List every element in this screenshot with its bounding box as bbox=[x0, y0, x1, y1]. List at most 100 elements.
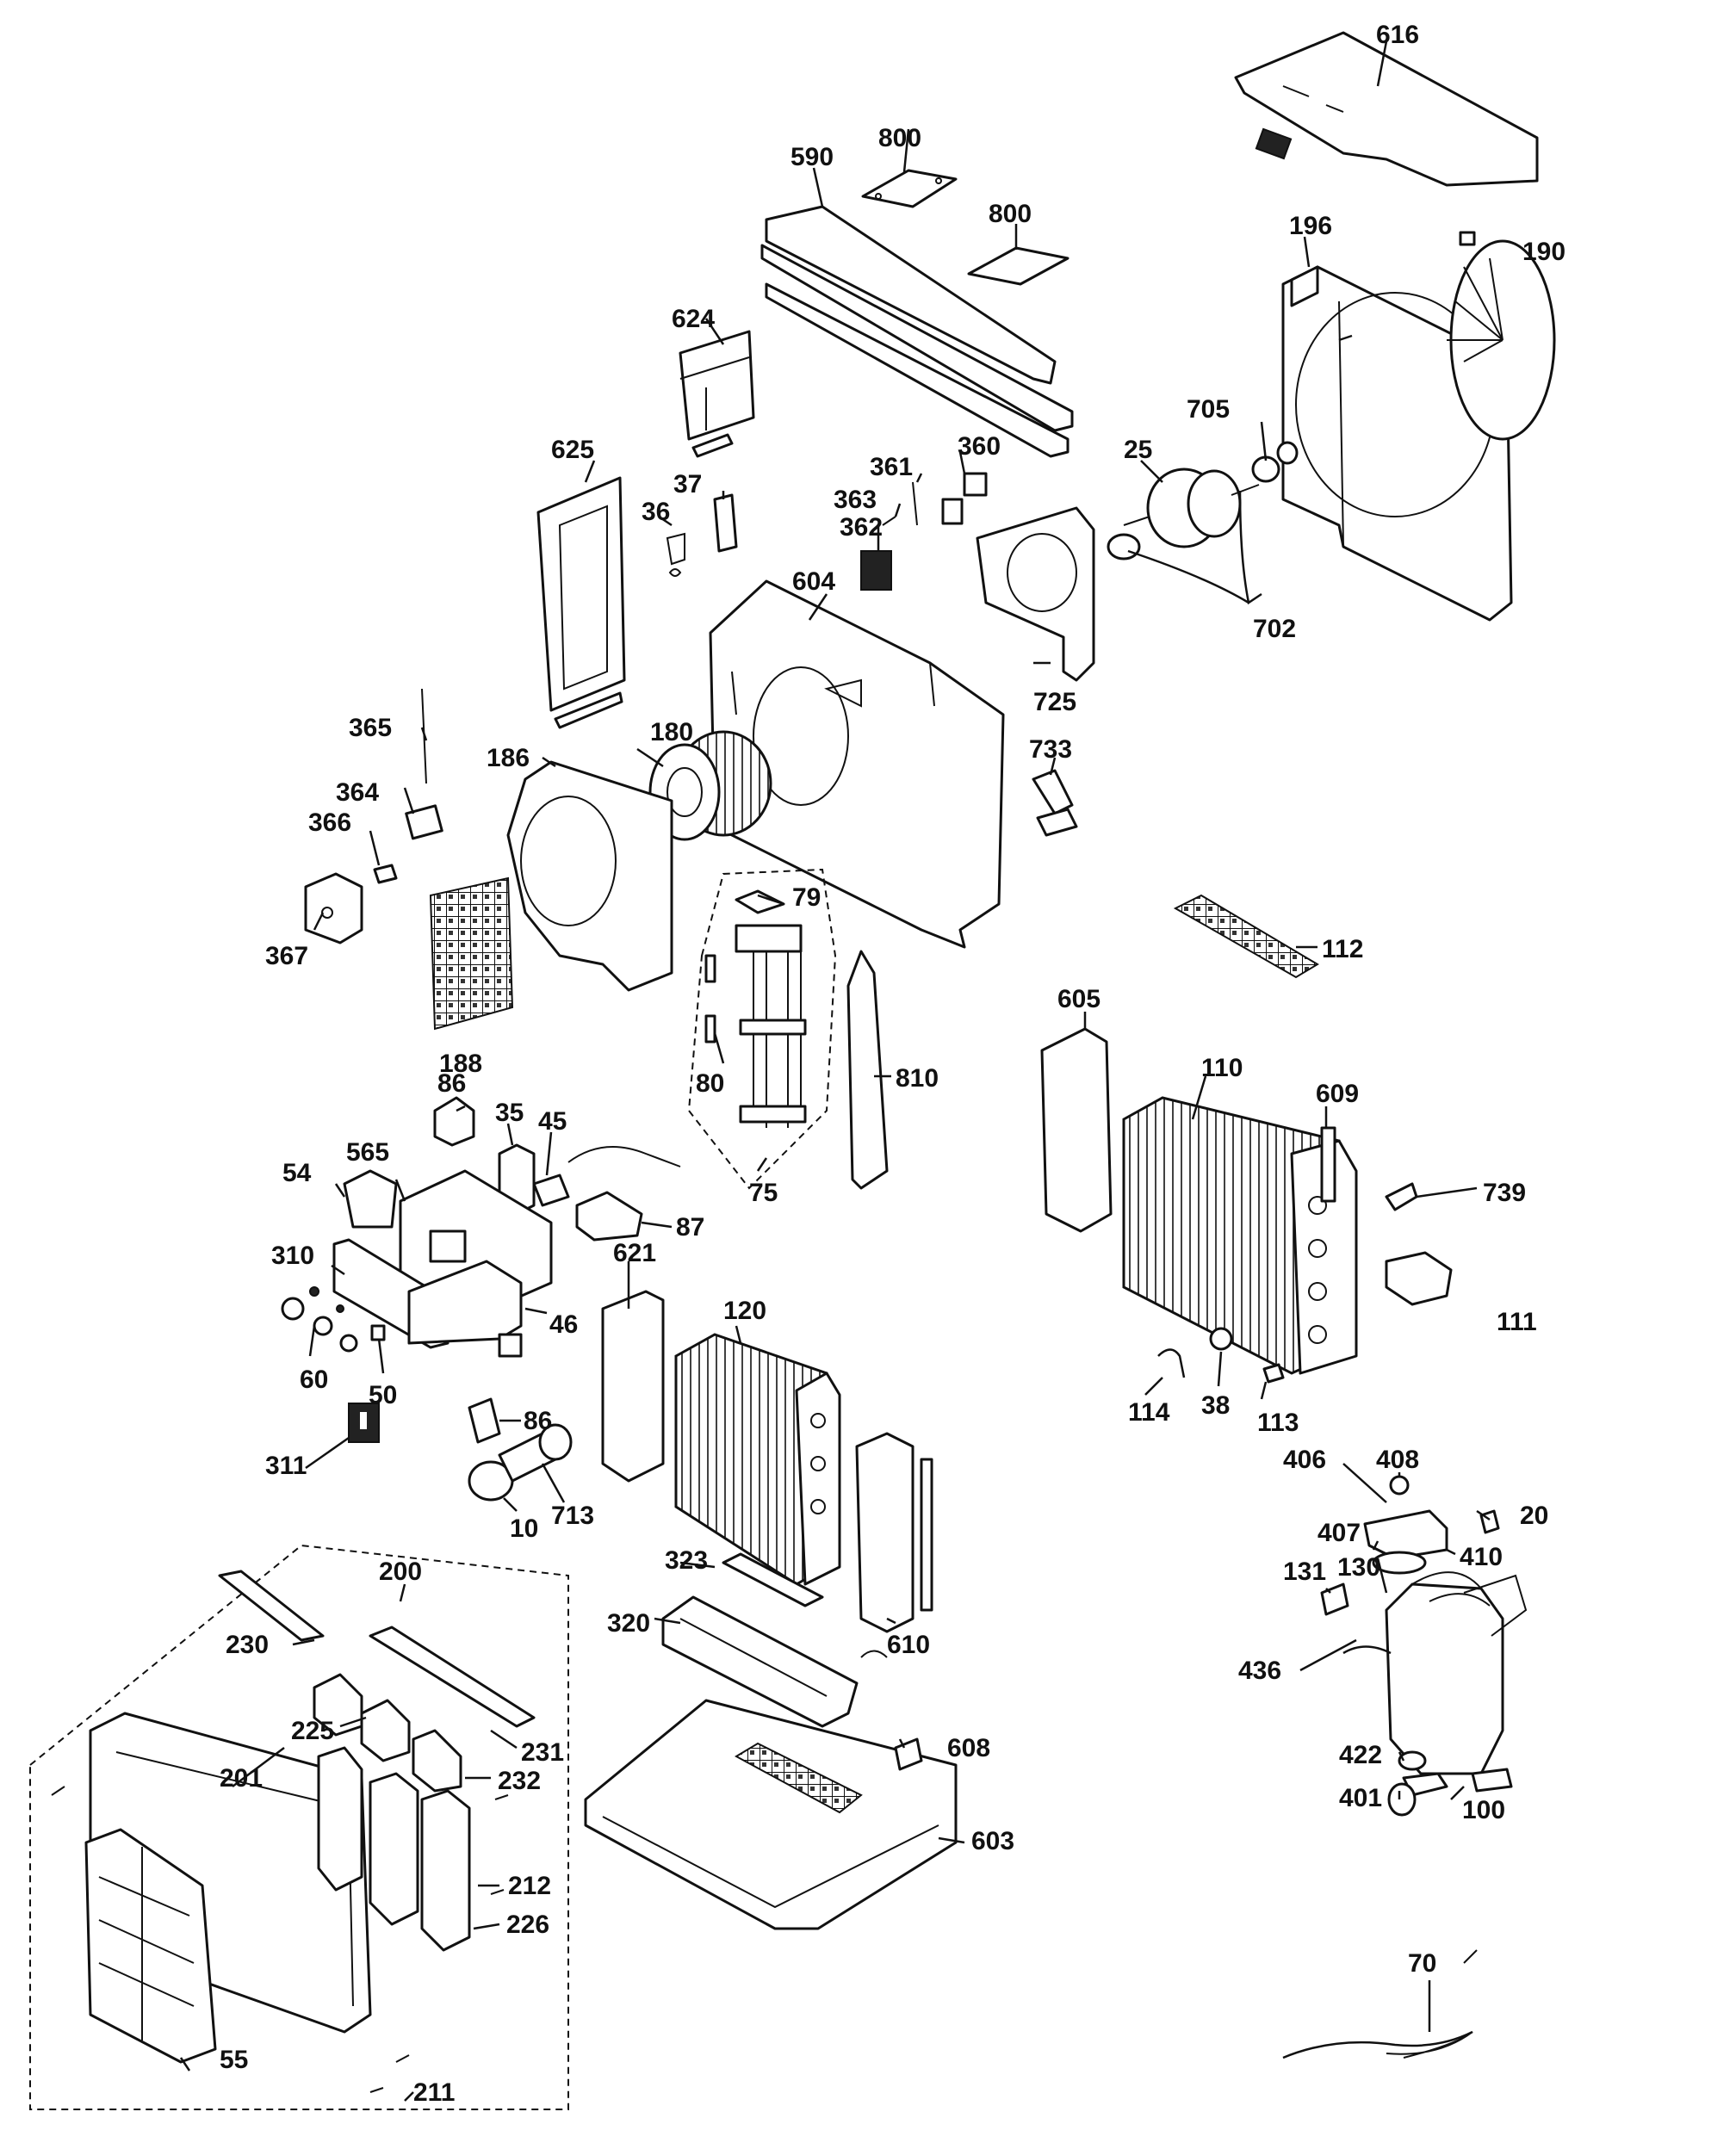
panel-605 bbox=[1040, 1027, 1113, 1233]
part-366 bbox=[373, 864, 398, 884]
base-pan-603 bbox=[584, 1699, 958, 1930]
label-311: 311 bbox=[265, 1452, 307, 1480]
label-362: 362 bbox=[840, 513, 883, 542]
label-725: 725 bbox=[1033, 688, 1076, 716]
label-401: 401 bbox=[1339, 1784, 1382, 1812]
blower-wheel-180 bbox=[648, 730, 772, 841]
label-196: 196 bbox=[1289, 212, 1332, 240]
label-87: 87 bbox=[676, 1213, 704, 1242]
label-54: 54 bbox=[282, 1159, 312, 1187]
relay-87 bbox=[575, 1191, 643, 1242]
grommet-401 bbox=[1387, 1782, 1417, 1817]
label-800-lower: 800 bbox=[989, 200, 1032, 228]
bracket-624 bbox=[679, 330, 755, 458]
panel-810 bbox=[846, 950, 889, 1190]
label-605: 605 bbox=[1057, 985, 1100, 1013]
bracket-54 bbox=[343, 1169, 398, 1229]
label-70: 70 bbox=[1408, 1949, 1436, 1978]
terminal-20 bbox=[1479, 1509, 1500, 1534]
label-112: 112 bbox=[1322, 935, 1363, 963]
label-361: 361 bbox=[870, 453, 913, 481]
label-80: 80 bbox=[696, 1069, 724, 1098]
panel-610 bbox=[855, 1432, 933, 1658]
spring-36 bbox=[666, 532, 685, 577]
cap-408 bbox=[1389, 1475, 1410, 1496]
label-186: 186 bbox=[487, 744, 530, 772]
knob-50 bbox=[339, 1324, 386, 1353]
label-38: 38 bbox=[1201, 1391, 1230, 1420]
label-10: 10 bbox=[510, 1514, 538, 1543]
label-75: 75 bbox=[749, 1179, 778, 1207]
strip-323 bbox=[722, 1552, 824, 1607]
label-320: 320 bbox=[607, 1609, 650, 1638]
top-cover-616 bbox=[1234, 31, 1539, 187]
label-36: 36 bbox=[642, 498, 670, 526]
bracket-37 bbox=[713, 493, 738, 553]
label-131: 131 bbox=[1283, 1558, 1326, 1586]
grommet-608 bbox=[894, 1737, 923, 1771]
part-labels: 616 800 590 800 196 190 624 705 25 702 6… bbox=[220, 21, 1566, 2107]
label-201: 201 bbox=[220, 1764, 263, 1793]
label-111: 111 bbox=[1497, 1308, 1537, 1336]
vent-frame-625 bbox=[536, 476, 626, 729]
block-111 bbox=[1385, 1251, 1453, 1306]
evaporator-coil-110 bbox=[1122, 1096, 1358, 1375]
partition-panel-604 bbox=[709, 579, 1005, 949]
bracket-800-upper bbox=[861, 169, 958, 208]
clip-733 bbox=[1032, 769, 1078, 837]
label-200: 200 bbox=[379, 1558, 422, 1586]
label-624: 624 bbox=[672, 305, 715, 333]
label-190: 190 bbox=[1522, 238, 1566, 266]
label-86-lower: 86 bbox=[524, 1407, 552, 1435]
label-180: 180 bbox=[650, 718, 693, 746]
insulation-panels-590 bbox=[760, 205, 1074, 458]
label-114: 114 bbox=[1128, 1398, 1170, 1427]
label-310: 310 bbox=[271, 1242, 314, 1270]
blower-housing-186 bbox=[506, 760, 673, 992]
label-366: 366 bbox=[308, 808, 351, 837]
front-grille-assembly-200 bbox=[29, 1544, 569, 2110]
label-230: 230 bbox=[226, 1631, 269, 1659]
filter-112 bbox=[1173, 894, 1319, 979]
power-cord-70 bbox=[1282, 1949, 1478, 2059]
label-211: 211 bbox=[413, 2078, 455, 2107]
label-226: 226 bbox=[506, 1911, 549, 1939]
sensor-38 bbox=[1209, 1327, 1233, 1351]
mount-422 bbox=[1398, 1750, 1427, 1771]
nameplate-311 bbox=[348, 1403, 380, 1443]
label-604: 604 bbox=[792, 567, 835, 596]
label-100: 100 bbox=[1462, 1796, 1505, 1824]
label-625: 625 bbox=[551, 436, 594, 464]
label-37: 37 bbox=[673, 470, 702, 499]
label-609: 609 bbox=[1316, 1080, 1359, 1108]
label-188: 188 bbox=[439, 1050, 482, 1078]
label-702: 702 bbox=[1253, 615, 1296, 643]
label-436: 436 bbox=[1238, 1657, 1281, 1685]
label-800-upper: 800 bbox=[878, 124, 921, 152]
grille-188 bbox=[429, 876, 514, 1031]
capacitor-713 bbox=[498, 1423, 573, 1483]
label-130: 130 bbox=[1337, 1553, 1380, 1582]
label-608: 608 bbox=[947, 1734, 990, 1762]
label-212: 212 bbox=[508, 1872, 551, 1900]
compressor-100 bbox=[1385, 1571, 1528, 1797]
condenser-fan-190 bbox=[1447, 231, 1556, 441]
leader-lines bbox=[179, 40, 1491, 2102]
label-422: 422 bbox=[1339, 1741, 1382, 1769]
label-79: 79 bbox=[792, 883, 821, 912]
label-733: 733 bbox=[1029, 735, 1072, 764]
strip-609 bbox=[1320, 1126, 1336, 1203]
label-603: 603 bbox=[971, 1827, 1014, 1855]
motor-bracket-725 bbox=[976, 506, 1095, 682]
label-232: 232 bbox=[498, 1767, 541, 1795]
label-810: 810 bbox=[896, 1064, 939, 1093]
label-323: 323 bbox=[665, 1546, 708, 1575]
label-60: 60 bbox=[300, 1366, 328, 1394]
label-713: 713 bbox=[551, 1502, 594, 1530]
label-610: 610 bbox=[887, 1631, 930, 1659]
label-365: 365 bbox=[349, 714, 392, 742]
label-50: 50 bbox=[369, 1381, 397, 1409]
bracket-367 bbox=[304, 872, 363, 944]
label-35: 35 bbox=[495, 1099, 524, 1127]
